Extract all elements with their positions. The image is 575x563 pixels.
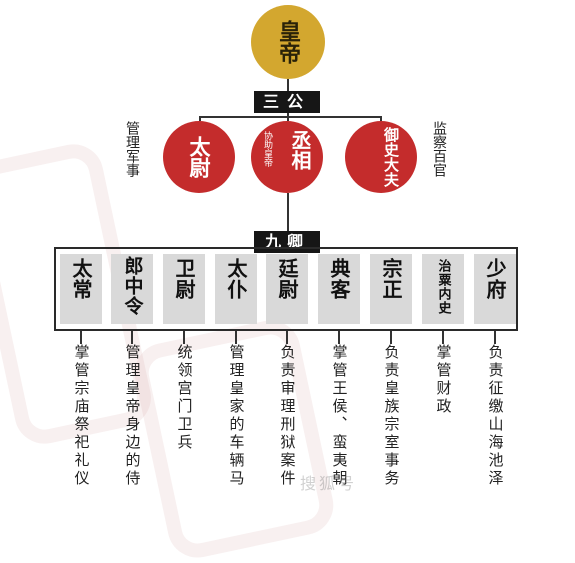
emperor-circle: 皇帝 <box>251 5 325 79</box>
jiuqing-box: 宗正 <box>370 254 412 324</box>
connector-line <box>287 79 289 91</box>
jiuqing-duty: 掌管宗庙祭祀礼仪 <box>72 344 91 488</box>
connector-line <box>286 331 288 344</box>
jiuqing-duty: 管理皇帝身边的侍 <box>123 344 142 488</box>
connector-line <box>199 116 382 118</box>
jiuqing-duty-column: 负责征缴山海池泽 <box>475 344 515 500</box>
jiuqing-name: 太常 <box>69 258 93 300</box>
jiuqing-duty-column: 掌管财政 <box>423 344 463 500</box>
jiuqing-duty: 掌管财政 <box>434 344 453 416</box>
emperor-label: 皇帝 <box>275 20 301 64</box>
connector-line <box>380 116 382 121</box>
jiuqing-box: 太常 <box>60 254 102 324</box>
jiuqing-duty: 负责审理刑狱案件 <box>278 344 297 488</box>
jiuqing-name: 太仆 <box>224 258 248 300</box>
minister-taiwei: 太尉 <box>163 121 235 193</box>
jiuqing-duty: 负责征缴山海池泽 <box>486 344 505 488</box>
jiuqing-duty-column: 负责审理刑狱案件 <box>267 344 307 500</box>
jiuqing-box: 廷尉 <box>266 254 308 324</box>
connector-line <box>199 116 201 121</box>
connector-line <box>494 331 496 344</box>
jiuqing-box: 治粟内史 <box>422 254 464 324</box>
jiuqing-name: 治粟内史 <box>435 259 451 315</box>
jiuqing-duty: 负责皇族宗室事务 <box>382 344 401 488</box>
jiuqing-duty-column: 负责皇族宗室事务 <box>371 344 411 500</box>
connector-line <box>131 331 133 344</box>
jiuqing-box: 郎中令 <box>111 254 153 324</box>
connector-line <box>390 331 392 344</box>
jiuqing-duty-column: 统领宫门卫兵 <box>164 344 204 500</box>
connector-line <box>183 331 185 344</box>
jiuqing-frame <box>54 247 518 331</box>
jiuqing-duty-column: 管理皇家的车辆马 <box>216 344 256 500</box>
connector-line <box>338 331 340 344</box>
taiwei-side-note: 管理军事 <box>124 121 140 177</box>
jiuqing-box: 卫尉 <box>163 254 205 324</box>
watermark-text: 搜狐号 <box>300 474 358 493</box>
jiuqing-name: 典客 <box>327 258 351 300</box>
minister-name: 御史大夫 <box>382 127 400 187</box>
jiuqing-box: 典客 <box>318 254 360 324</box>
jiuqing-duty: 掌管王侯、蛮夷朝 <box>330 344 349 488</box>
connector-line <box>287 193 289 231</box>
org-chart: 皇帝 三公 太尉 协助皇帝 丞相 御史大夫 管理军事 监察百官 九卿 太常 郎中… <box>0 5 518 563</box>
connector-line <box>235 331 237 344</box>
connector-line <box>442 331 444 344</box>
jiuqing-name: 郎中令 <box>121 256 144 316</box>
minister-name: 太尉 <box>187 136 212 178</box>
jiuqing-name: 廷尉 <box>275 258 299 300</box>
minister-yushidafu: 御史大夫 <box>345 121 417 193</box>
jiuqing-duty-column: 管理皇帝身边的侍 <box>112 344 152 500</box>
jiuqing-duty-column: 掌管宗庙祭祀礼仪 <box>61 344 101 500</box>
minister-note: 协助皇帝 <box>262 131 272 167</box>
jiuqing-duty: 管理皇家的车辆马 <box>227 344 246 488</box>
jiuqing-box: 少府 <box>474 254 516 324</box>
jiuqing-name: 少府 <box>483 258 507 300</box>
jiuqing-box: 太仆 <box>215 254 257 324</box>
jiuqing-duty: 统领宫门卫兵 <box>175 344 194 452</box>
jiuqing-duty-column: 掌管王侯、蛮夷朝 <box>319 344 359 500</box>
sangong-bar: 三公 <box>254 91 320 113</box>
minister-name: 丞相 <box>288 130 312 170</box>
minister-chengxiang: 协助皇帝 丞相 <box>251 121 323 193</box>
connector-line <box>80 331 82 344</box>
jiuqing-name: 卫尉 <box>172 258 196 300</box>
jiuqing-name: 宗正 <box>379 258 403 300</box>
yushidafu-side-note: 监察百官 <box>431 121 447 177</box>
